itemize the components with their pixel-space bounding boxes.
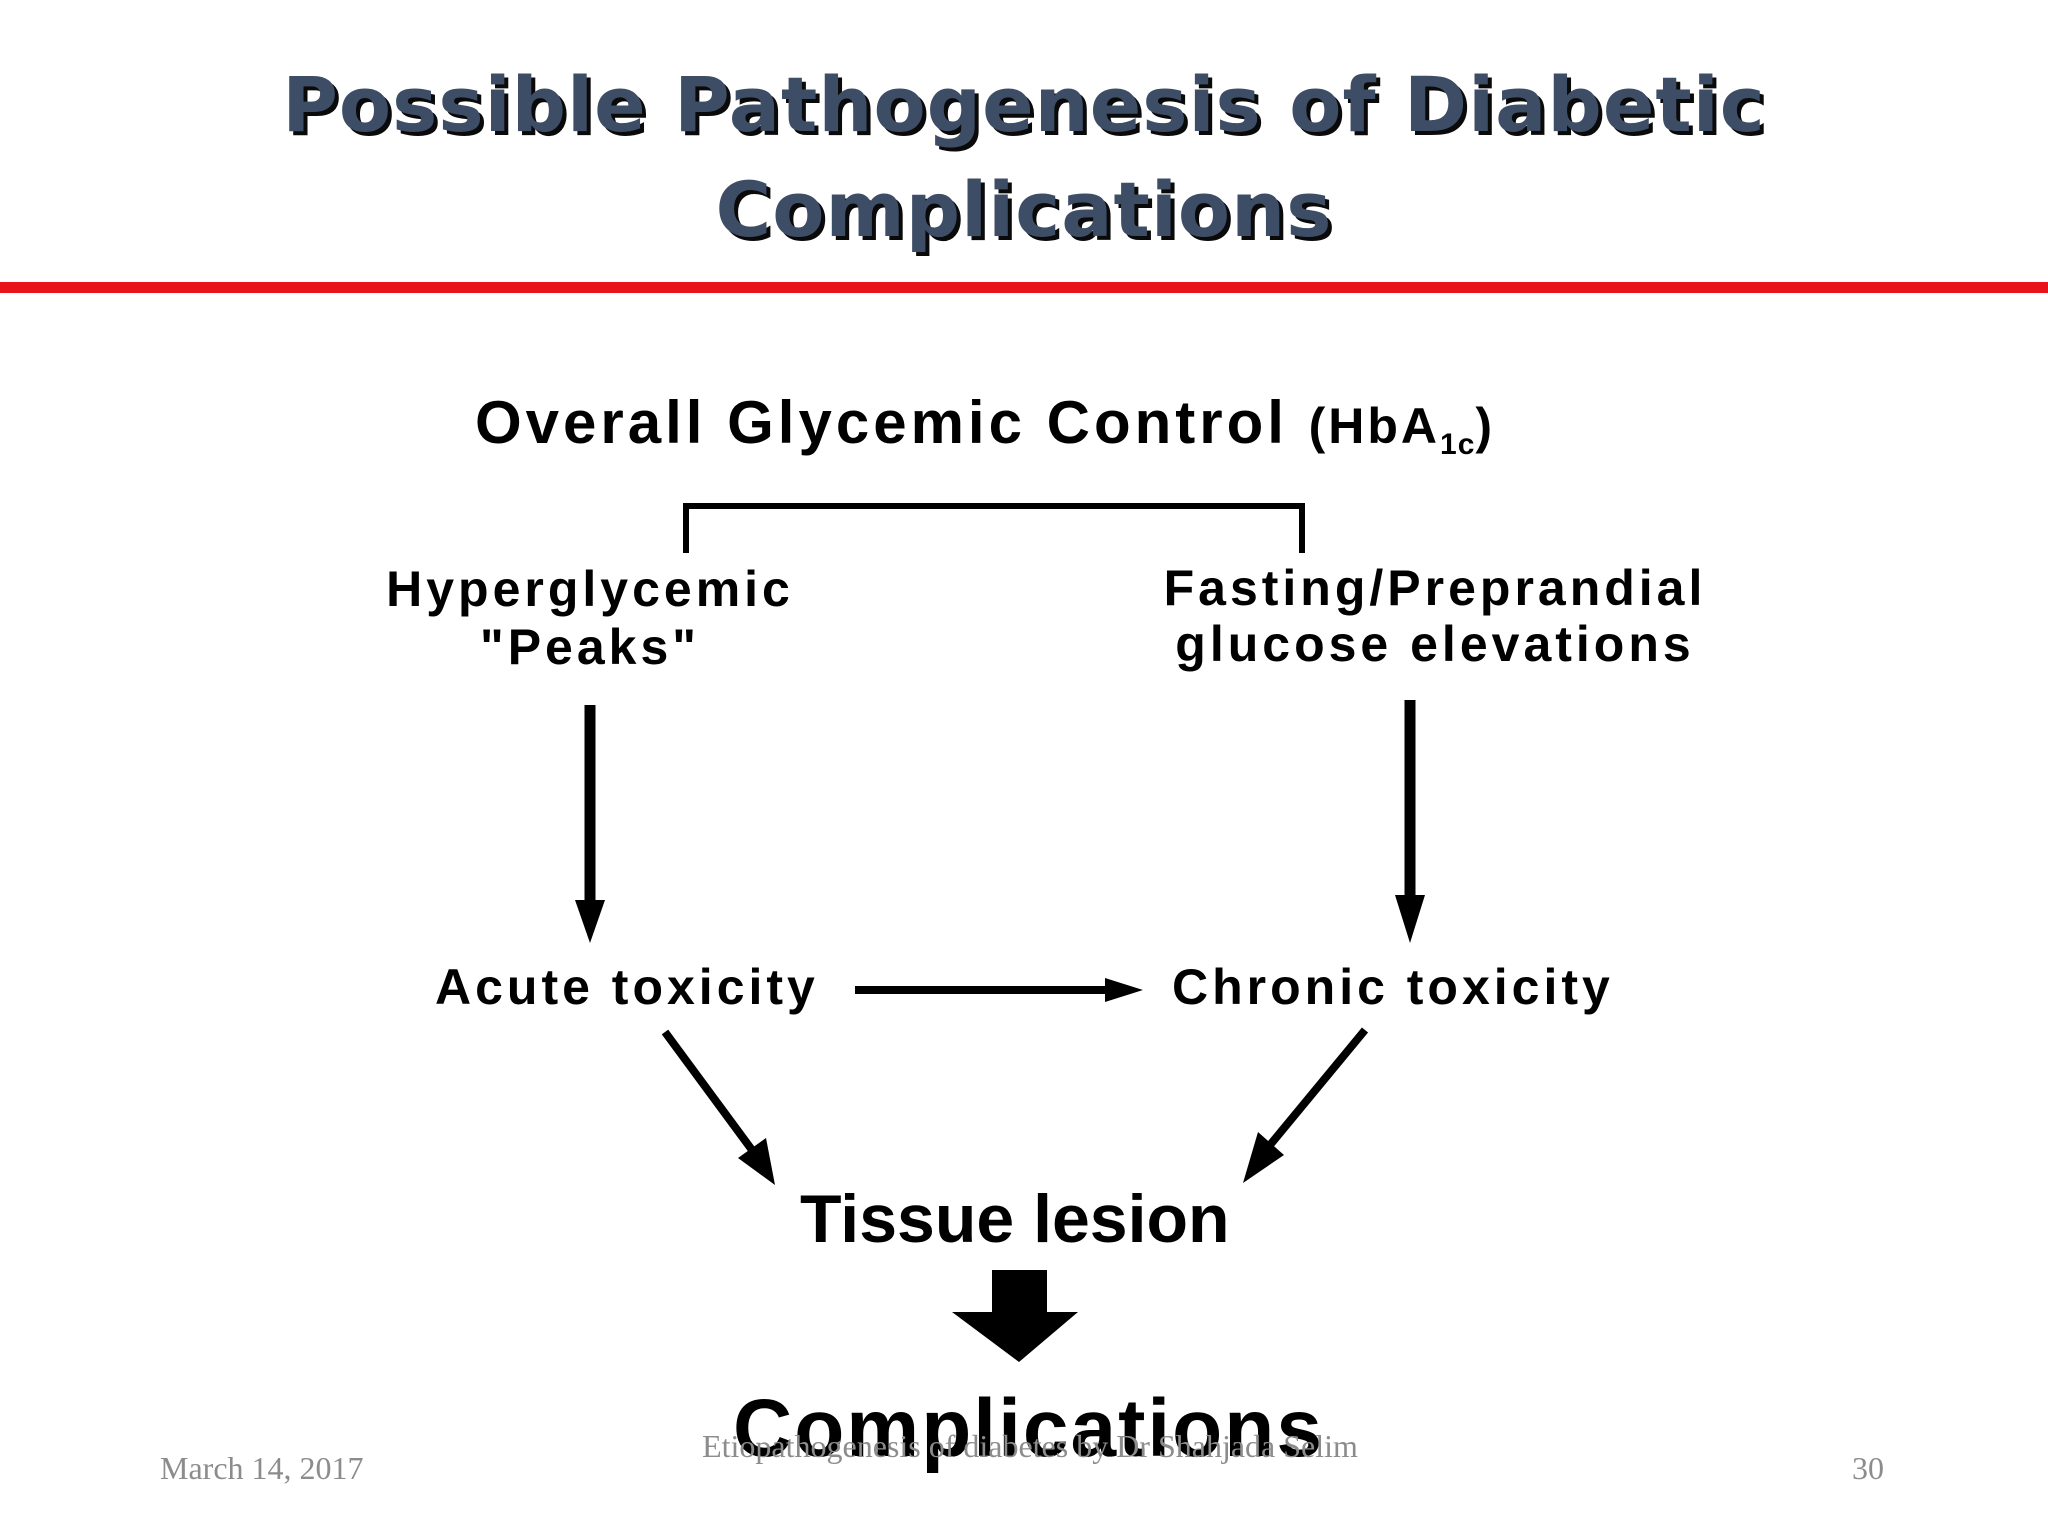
arrow-acute-to-chronic bbox=[855, 978, 1143, 1002]
arrow-fasting-to-chronic bbox=[1395, 700, 1425, 943]
footer-date: March 14, 2017 bbox=[160, 1450, 364, 1486]
title-divider bbox=[0, 282, 2048, 293]
complications-label: Complications bbox=[733, 1383, 1324, 1474]
arrow-chronic-to-tissue bbox=[1243, 1027, 1369, 1183]
slide-title-line-2: Complications bbox=[715, 165, 1333, 254]
top-label-main: Overall Glycemic Control bbox=[475, 389, 1288, 456]
hyperglycemic-peaks-label: Hyperglycemic "Peaks" bbox=[386, 561, 794, 675]
hba1c-label: (HbA1c) bbox=[1308, 398, 1496, 461]
tissue-lesion-label: Tissue lesion bbox=[800, 1181, 1230, 1257]
slide-title-line-1: Possible Pathogenesis of Diabetic bbox=[282, 60, 1766, 149]
arrow-peaks-to-acute bbox=[575, 705, 605, 943]
footer-page-number: 30 bbox=[1852, 1450, 1884, 1486]
arrow-acute-to-tissue bbox=[661, 1029, 775, 1185]
overall-glycemic-control-label: Overall Glycemic Control (HbA1c) bbox=[475, 388, 1495, 462]
chronic-toxicity-label: Chronic toxicity bbox=[1172, 959, 1614, 1015]
arrow-tissue-to-complications bbox=[952, 1270, 1078, 1362]
footer-title: Etiopathogenesis of diabetes by Dr Shahj… bbox=[702, 1428, 1358, 1464]
fasting-preprandial-label: Fasting/Preprandial glucose elevations bbox=[1163, 560, 1707, 672]
acute-toxicity-label: Acute toxicity bbox=[435, 959, 819, 1015]
branch-bracket bbox=[683, 503, 1305, 553]
